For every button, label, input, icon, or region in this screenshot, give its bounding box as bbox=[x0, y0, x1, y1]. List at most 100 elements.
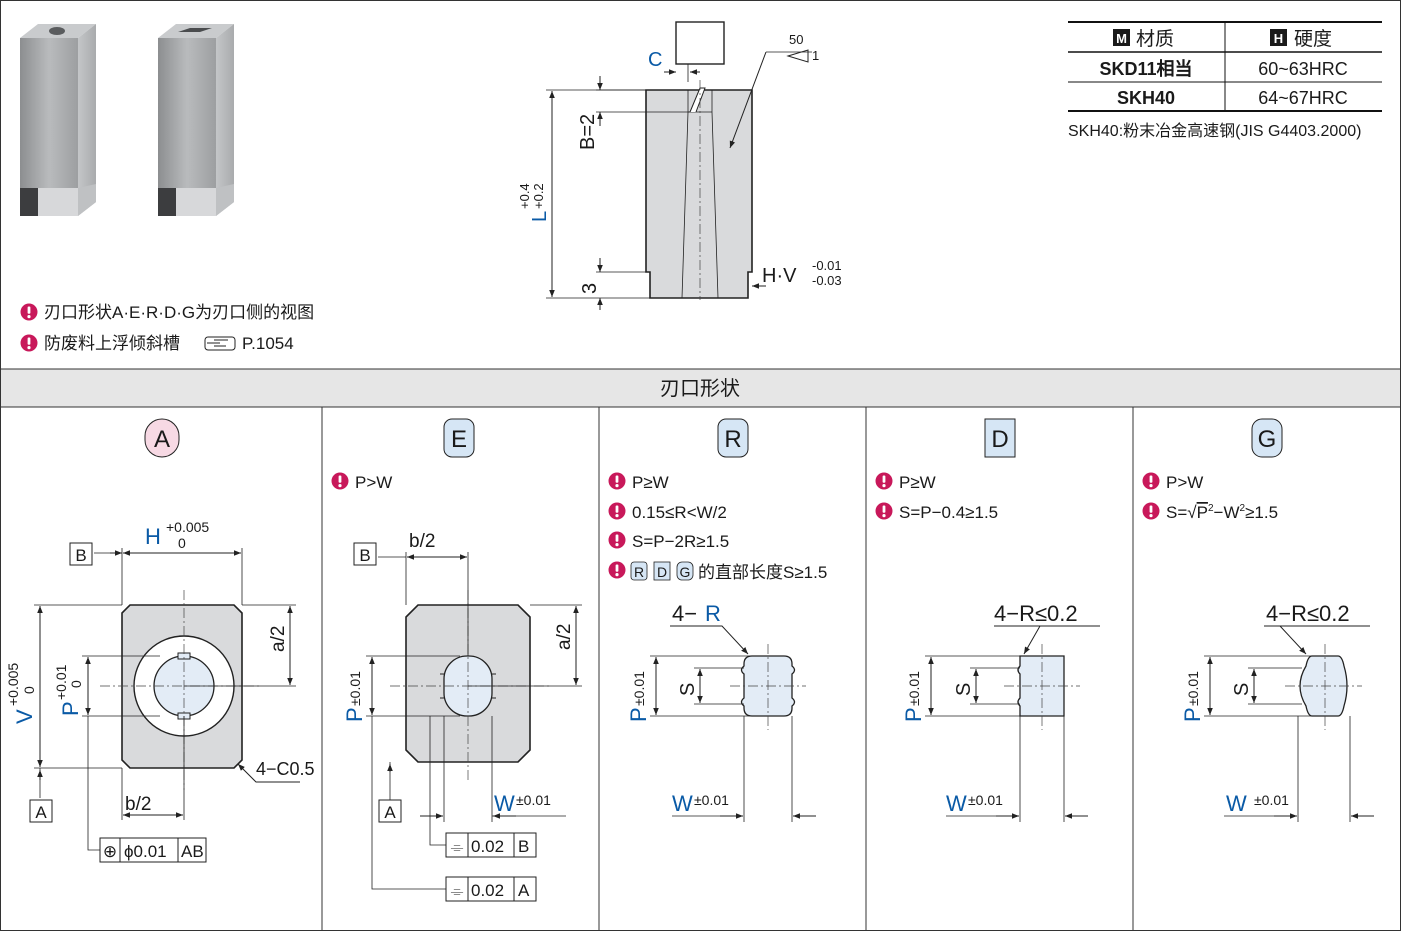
svg-text:+0.01: +0.01 bbox=[53, 664, 69, 700]
shape-r-w-tol: ±0.01 bbox=[694, 792, 729, 808]
note-slug-groove: 防废料上浮倾斜槽 bbox=[44, 334, 180, 353]
hardness-cell: 64~67HRC bbox=[1258, 88, 1348, 108]
material-header: 材质 bbox=[1136, 28, 1174, 50]
svg-text:V: V bbox=[12, 709, 37, 724]
shape-a-chamfer-label: 4−C0.5 bbox=[256, 759, 315, 779]
shape-badge-e bbox=[443, 418, 475, 458]
info-bullet-icon bbox=[875, 502, 893, 520]
shape-r-p-dimension: P ±0.01 bbox=[626, 671, 651, 722]
land-length-label: B=2 bbox=[577, 114, 599, 150]
hardness-tag-icon bbox=[1270, 29, 1287, 46]
shape-tag-r: R bbox=[634, 564, 644, 580]
note-view-side: 刃口形状A·E·R·D·G为刃口侧的视图 bbox=[44, 303, 314, 322]
shape-tag-group bbox=[630, 561, 694, 581]
punch-photo-round bbox=[20, 24, 96, 216]
pointing-hand-icon bbox=[204, 336, 236, 351]
info-bullet-icon bbox=[20, 303, 38, 321]
shape-a-h-tol-upper: +0.005 bbox=[166, 519, 209, 535]
material-tag-icon bbox=[1113, 29, 1130, 46]
info-bullet-icon bbox=[608, 561, 626, 579]
shape-d-drawing bbox=[925, 625, 1100, 822]
shape-letter: G bbox=[1258, 426, 1277, 453]
svg-text:L: L bbox=[529, 211, 551, 222]
punch-photo-square bbox=[158, 24, 234, 216]
shape-r-note: 的直部长度S≥1.5 bbox=[698, 563, 827, 582]
shape-e-w-tol: ±0.01 bbox=[516, 792, 551, 808]
shape-g-formula: S=√P2−W2≥1.5 bbox=[1166, 503, 1278, 522]
info-bullet-icon bbox=[608, 472, 626, 490]
shape-letter: A bbox=[154, 426, 170, 453]
position-tolerance-icon: ⊕ bbox=[103, 842, 117, 861]
section-title: 刃口形状 bbox=[660, 377, 740, 400]
shape-r-note: P≥W bbox=[632, 473, 669, 492]
info-bullet-icon bbox=[1142, 472, 1160, 490]
material-footnote: SKH40:粉末冶金高速钢(JIS G4403.2000) bbox=[1068, 122, 1361, 140]
svg-text:±0.01: ±0.01 bbox=[631, 671, 647, 706]
info-bullet-icon bbox=[1142, 502, 1160, 520]
section-header-bar bbox=[1, 368, 1400, 930]
shape-d-p-dimension: P ±0.01 bbox=[901, 671, 926, 722]
datum-b: B bbox=[75, 546, 86, 565]
shape-r-s-label: S bbox=[677, 683, 699, 696]
svg-text:P: P bbox=[342, 707, 367, 722]
relief-height-label: 3 bbox=[579, 283, 601, 294]
fcf-reference: B bbox=[518, 837, 529, 856]
shape-g-s-label: S bbox=[1231, 683, 1253, 696]
shape-e-p-dimension: P ±0.01 bbox=[342, 671, 367, 722]
shape-r-drawing bbox=[650, 625, 816, 822]
shape-a-drawing bbox=[29, 542, 300, 863]
shape-e-note: P>W bbox=[355, 473, 392, 492]
shape-r-w-label: W bbox=[672, 791, 693, 816]
shape-a-a2-label: a/2 bbox=[268, 626, 289, 652]
shape-a-p-dimension: P +0.01 0 bbox=[53, 664, 84, 716]
clearance-label: C bbox=[648, 49, 662, 71]
svg-text:±0.01: ±0.01 bbox=[906, 671, 922, 706]
shape-a-h-label: H bbox=[145, 524, 161, 549]
page-reference-link[interactable]: P.1054 bbox=[242, 334, 294, 353]
shape-e-a2-label: a/2 bbox=[554, 624, 575, 650]
hardness-header: 硬度 bbox=[1294, 28, 1332, 50]
fcf-value: 0.02 bbox=[471, 837, 504, 856]
info-bullet-icon bbox=[20, 334, 38, 352]
svg-text:+0.005: +0.005 bbox=[5, 663, 21, 706]
shape-letter: R bbox=[724, 426, 741, 453]
shape-a-v-dimension: V +0.005 0 bbox=[5, 663, 37, 724]
svg-text:0: 0 bbox=[68, 680, 84, 688]
symmetry-icon: ⌯ bbox=[451, 839, 464, 856]
shape-d-w-label: W bbox=[946, 791, 967, 816]
material-cell: SKH40 bbox=[1117, 88, 1175, 108]
shape-a-h-tol-lower: 0 bbox=[178, 535, 186, 551]
datum-a: A bbox=[384, 803, 396, 822]
shape-e-w-label: W bbox=[494, 791, 515, 816]
shape-g-w-tol: ±0.01 bbox=[1254, 792, 1289, 808]
shape-d-s-label: S bbox=[953, 683, 975, 696]
svg-text:P: P bbox=[1180, 707, 1205, 722]
shape-badge-r bbox=[717, 418, 749, 458]
hardness-tag-letter: H bbox=[1274, 31, 1283, 46]
svg-text:+0.2: +0.2 bbox=[531, 183, 546, 209]
fcf-value: 0.02 bbox=[471, 881, 504, 900]
fcf-reference: AB bbox=[181, 842, 204, 861]
shape-g-drawing bbox=[1204, 625, 1374, 822]
fcf-reference: A bbox=[518, 881, 530, 900]
shape-badge-g bbox=[1251, 418, 1283, 458]
material-cell: SKD11相当 bbox=[1099, 58, 1192, 79]
shape-r-radius-label: R bbox=[705, 601, 721, 626]
datum-b: B bbox=[359, 546, 370, 565]
info-bullet-icon bbox=[608, 531, 626, 549]
info-bullet-icon bbox=[331, 472, 349, 490]
material-table bbox=[1068, 21, 1382, 112]
side-view-drawing bbox=[546, 21, 812, 310]
shape-badge-a bbox=[144, 418, 180, 458]
info-bullet-icon bbox=[608, 502, 626, 520]
shape-letter: E bbox=[451, 426, 467, 453]
shape-r-note: S=P−2R≥1.5 bbox=[632, 532, 729, 551]
svg-text:0: 0 bbox=[21, 686, 37, 694]
length-dimension: L +0.4 +0.2 bbox=[517, 183, 551, 222]
hv-dimension-label: H·V bbox=[762, 265, 797, 287]
taper-ratio-top: 50 bbox=[789, 32, 803, 47]
shape-a-b2-label: b/2 bbox=[125, 794, 151, 815]
shape-d-radius-note: 4−R≤0.2 bbox=[994, 601, 1078, 626]
shape-g-w-label: W bbox=[1226, 791, 1247, 816]
